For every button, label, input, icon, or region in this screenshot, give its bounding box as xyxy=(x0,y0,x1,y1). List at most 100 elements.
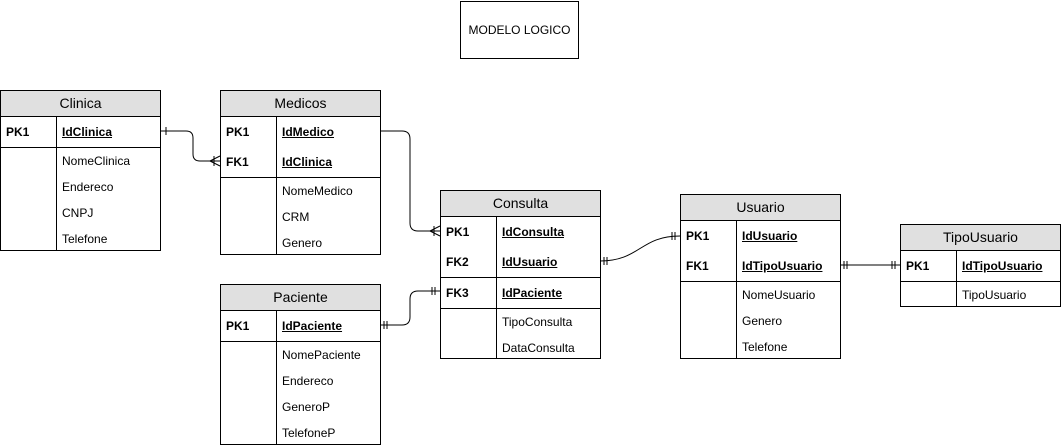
entity-row: FK2 IdUsuario xyxy=(441,247,600,277)
key-label: PK1 xyxy=(446,225,470,239)
entity-row: PK1 IdPaciente xyxy=(221,311,380,341)
column-divider xyxy=(276,117,277,254)
entity-consulta-attributes: TipoConsulta DataConsulta xyxy=(441,309,600,361)
entity-usuario[interactable]: Usuario PK1 IdUsuario FK1 IdTipoUsuario … xyxy=(680,194,841,359)
attribute-field: Endereco xyxy=(282,374,334,388)
key-field: IdConsulta xyxy=(502,225,564,239)
attribute-row: Telefone xyxy=(1,226,160,252)
key-label: FK3 xyxy=(446,286,469,300)
key-label: PK1 xyxy=(226,319,250,333)
attribute-field: Endereco xyxy=(62,180,114,194)
attribute-row: TelefoneP xyxy=(221,420,380,446)
attribute-row: Telefone xyxy=(681,334,840,360)
entity-row: FK3 IdPaciente xyxy=(441,278,600,308)
attribute-row: NomeUsuario xyxy=(681,282,840,308)
entity-clinica-keys: PK1 IdClinica xyxy=(1,117,160,148)
entity-usuario-attributes: NomeUsuario Genero Telefone xyxy=(681,282,840,360)
attribute-row: DataConsulta xyxy=(441,335,600,361)
entity-tipousuario-attributes: TipoUsuario xyxy=(901,282,1060,308)
link-clinica-medicos xyxy=(160,130,220,162)
attribute-field: CRM xyxy=(282,210,310,224)
attribute-field: TelefoneP xyxy=(282,426,336,440)
key-field: IdTipoUsuario xyxy=(962,259,1043,273)
key-field: IdClinica xyxy=(282,155,333,169)
key-field: IdUsuario xyxy=(502,255,558,269)
key-field: IdPaciente xyxy=(502,286,563,300)
attribute-row: Genero xyxy=(681,308,840,334)
entity-tipousuario-keys: PK1 IdTipoUsuario xyxy=(901,251,1060,282)
entity-row: FK1 IdTipoUsuario xyxy=(681,251,840,281)
key-field: IdTipoUsuario xyxy=(742,259,823,273)
entity-row: PK1 IdMedico xyxy=(221,117,380,147)
link-paciente-consulta xyxy=(380,290,440,326)
key-label: PK1 xyxy=(6,125,30,139)
link-consulta-usuario xyxy=(599,235,681,262)
entity-medicos[interactable]: Medicos PK1 IdMedico FK1 IdClinica NomeM… xyxy=(220,90,381,255)
attribute-field: NomeUsuario xyxy=(742,288,816,302)
key-label: FK2 xyxy=(446,255,469,269)
entity-tipousuario-header: TipoUsuario xyxy=(901,225,1060,251)
attribute-field: Genero xyxy=(742,314,783,328)
key-label: FK1 xyxy=(226,155,249,169)
entity-row: PK1 IdClinica xyxy=(1,117,160,147)
entity-clinica-attributes: NomeClinica Endereco CNPJ Telefone xyxy=(1,148,160,252)
entity-row: PK1 IdUsuario xyxy=(681,221,840,251)
entity-row: PK1 IdConsulta xyxy=(441,217,600,247)
attribute-field: NomeMedico xyxy=(282,184,353,198)
entity-medicos-attributes: NomeMedico CRM Genero xyxy=(221,178,380,256)
entity-paciente-keys: PK1 IdPaciente xyxy=(221,311,380,342)
column-divider xyxy=(956,251,957,306)
entity-consulta-foreign-keys: FK3 IdPaciente xyxy=(441,278,600,309)
attribute-row: GeneroP xyxy=(221,394,380,420)
key-field: IdUsuario xyxy=(742,229,798,243)
entity-clinica[interactable]: Clinica PK1 IdClinica NomeClinica Endere… xyxy=(0,90,161,251)
attribute-field: CNPJ xyxy=(62,206,94,220)
attribute-row: TipoConsulta xyxy=(441,309,600,335)
key-field: IdPaciente xyxy=(282,319,343,333)
entity-row: PK1 IdTipoUsuario xyxy=(901,251,1060,281)
column-divider xyxy=(276,311,277,444)
diagram-title: MODELO LOGICO xyxy=(460,1,579,59)
link-consulta-crowfoot-bottom xyxy=(429,230,441,237)
entity-paciente[interactable]: Paciente PK1 IdPaciente NomePaciente End… xyxy=(220,284,381,445)
entity-consulta[interactable]: Consulta PK1 IdConsulta FK2 IdUsuario FK… xyxy=(440,190,601,359)
column-divider xyxy=(736,221,737,358)
key-field: IdClinica xyxy=(62,125,113,139)
attribute-field: GeneroP xyxy=(282,400,331,414)
entity-consulta-header: Consulta xyxy=(441,191,600,217)
entity-medicos-keys: PK1 IdMedico FK1 IdClinica xyxy=(221,117,380,178)
entity-usuario-keys: PK1 IdUsuario FK1 IdTipoUsuario xyxy=(681,221,840,282)
entity-tipousuario[interactable]: TipoUsuario PK1 IdTipoUsuario TipoUsuari… xyxy=(900,224,1061,307)
entity-usuario-header: Usuario xyxy=(681,195,840,221)
link-medicos-consulta xyxy=(380,130,440,232)
key-label: FK1 xyxy=(686,259,709,273)
attribute-field: TipoConsulta xyxy=(502,315,573,329)
entity-consulta-keys: PK1 IdConsulta FK2 IdUsuario xyxy=(441,217,600,278)
key-label: PK1 xyxy=(226,125,250,139)
attribute-field: NomePaciente xyxy=(282,348,361,362)
attribute-row: Genero xyxy=(221,230,380,256)
attribute-row: Endereco xyxy=(221,368,380,394)
attribute-field: Telefone xyxy=(62,232,108,246)
attribute-row: NomeMedico xyxy=(221,178,380,204)
entity-paciente-attributes: NomePaciente Endereco GeneroP TelefoneP xyxy=(221,342,380,446)
key-field: IdMedico xyxy=(282,125,335,139)
attribute-row: NomeClinica xyxy=(1,148,160,174)
attribute-field: NomeClinica xyxy=(62,154,131,168)
attribute-field: DataConsulta xyxy=(502,341,575,355)
column-divider xyxy=(56,117,57,250)
attribute-row: TipoUsuario xyxy=(901,282,1060,308)
diagram-title-text: MODELO LOGICO xyxy=(468,23,571,37)
entity-clinica-header: Clinica xyxy=(1,91,160,117)
link-consulta-crowfoot-top xyxy=(429,225,441,232)
entity-row: FK1 IdClinica xyxy=(221,147,380,177)
link-medicos-crowfoot-bottom xyxy=(209,160,221,167)
attribute-row: Endereco xyxy=(1,174,160,200)
key-label: PK1 xyxy=(906,259,930,273)
attribute-field: Genero xyxy=(282,236,323,250)
attribute-row: NomePaciente xyxy=(221,342,380,368)
column-divider xyxy=(496,217,497,358)
entity-paciente-header: Paciente xyxy=(221,285,380,311)
attribute-field: Telefone xyxy=(742,340,788,354)
